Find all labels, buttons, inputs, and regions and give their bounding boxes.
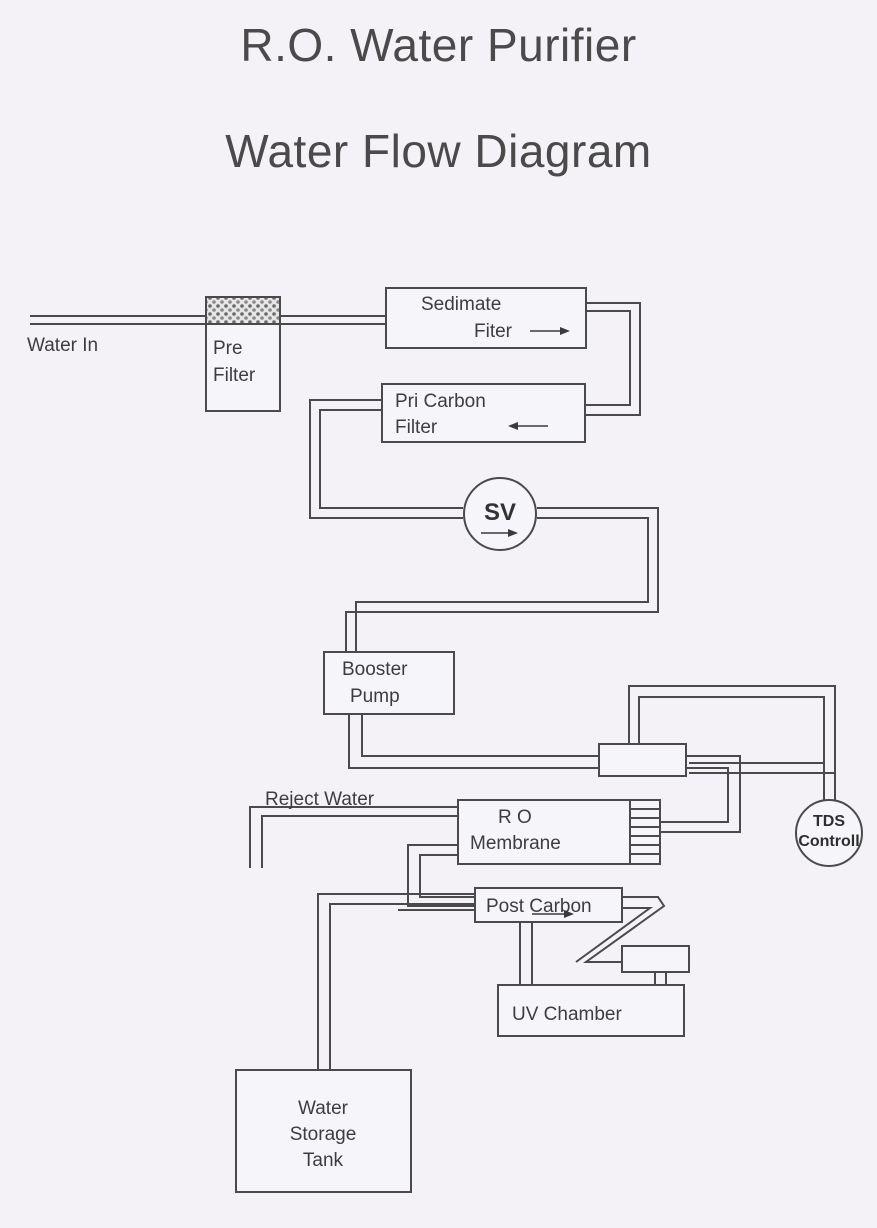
pipe-reject-water: [249, 806, 458, 868]
post-carbon-filter: Post Carbon: [474, 887, 623, 923]
pre-filter: Pre Filter: [205, 296, 281, 412]
pipe-sv-to-booster: [345, 507, 659, 652]
pipe-water-in: [30, 315, 208, 325]
sediment-filter: Sedimate Fiter: [385, 287, 587, 349]
tds-controller-label-2: Controll: [798, 833, 859, 850]
flow-arrow-right-icon: [481, 529, 518, 537]
pri-carbon-filter: Pri Carbon Filter: [381, 383, 586, 443]
pipe-junction-to-tds: [628, 685, 836, 800]
pipe-booster-to-junction: [348, 714, 599, 769]
uv-junction: [621, 945, 690, 973]
flow-junction: [598, 743, 687, 777]
tank-label-1: Water: [298, 1098, 349, 1119]
reject-water-label: Reject Water: [265, 789, 375, 810]
tds-controller: TDS Controll: [795, 799, 863, 867]
flow-arrow-left-icon: [508, 422, 548, 430]
ro-membrane-label-1: R O: [498, 807, 532, 828]
pipe-carbon-to-sv: [309, 399, 463, 519]
sediment-filter-label-1: Sedimate: [421, 294, 501, 315]
uv-chamber-label: UV Chamber: [512, 1004, 622, 1025]
tds-controller-label-1: TDS: [813, 813, 845, 830]
pipe-uv-to-tank: [317, 893, 533, 1070]
booster-pump-label-2: Pump: [350, 686, 400, 707]
uv-chamber: UV Chamber: [497, 984, 685, 1037]
pre-filter-media: [205, 296, 281, 325]
pipe-junction-to-membrane: [660, 755, 741, 833]
pipe-pre-to-sediment: [280, 315, 386, 325]
flow-arrow-right-icon: [532, 910, 574, 918]
pre-filter-label-1: Pre: [213, 338, 243, 359]
pri-carbon-filter-label-1: Pri Carbon: [395, 391, 486, 412]
pre-filter-label-2: Filter: [213, 365, 256, 386]
membrane-stack-icon: [629, 799, 661, 865]
pipe-uv-junction-to-uv: [654, 972, 667, 985]
pipe-sediment-to-carbon: [586, 302, 641, 416]
booster-pump: Booster Pump: [323, 651, 455, 715]
title-line-1: R.O. Water Purifier: [240, 19, 637, 71]
title-line-2: Water Flow Diagram: [225, 125, 652, 177]
ro-membrane: R O Membrane: [457, 799, 661, 865]
pipe-post-carbon-to-uv-junction: [575, 896, 666, 963]
pri-carbon-filter-label-2: Filter: [395, 417, 438, 438]
solenoid-valve: SV: [463, 477, 537, 551]
solenoid-valve-label: SV: [484, 499, 516, 526]
water-in-label: Water In: [27, 335, 98, 356]
booster-pump-label-1: Booster: [342, 659, 408, 680]
water-storage-tank: Water Storage Tank: [235, 1069, 412, 1193]
ro-membrane-label-2: Membrane: [470, 833, 561, 854]
pipe-membrane-to-post-carbon: [398, 844, 475, 911]
tank-label-2: Storage: [290, 1124, 357, 1145]
tank-label-3: Tank: [303, 1150, 344, 1171]
flow-arrow-right-icon: [530, 327, 570, 335]
sediment-filter-label-2: Fiter: [474, 321, 513, 342]
